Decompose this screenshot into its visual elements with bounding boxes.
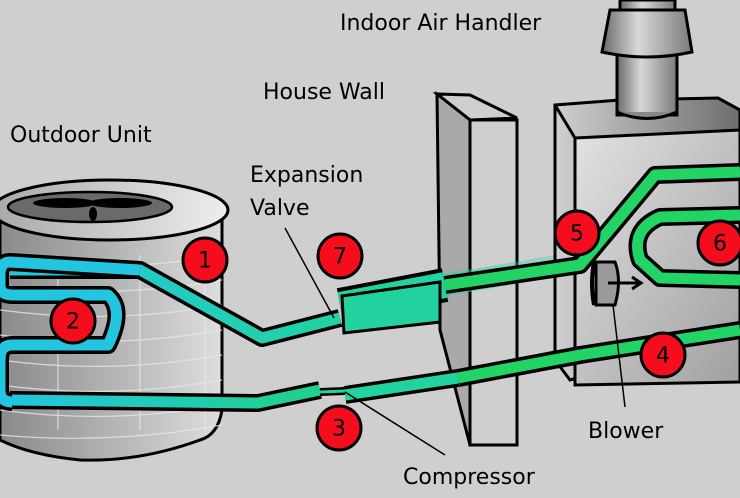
label-indoor-air-handler: Indoor Air Handler [340,11,542,36]
marker-7: 7 [316,232,364,280]
marker-4: 4 [639,331,687,379]
label-compressor: Compressor [403,465,536,490]
label-outdoor-unit: Outdoor Unit [10,123,152,148]
expansion-valve-leader [284,227,335,319]
marker-3: 3 [315,404,363,452]
marker-6: 6 [696,219,740,267]
outdoor-coil [0,253,141,411]
marker-2: 2 [49,297,97,345]
label-expansion-valve-2: Valve [250,196,310,221]
svg-text:1: 1 [198,249,212,274]
svg-text:6: 6 [713,232,727,257]
indoor-coil [443,163,740,387]
svg-text:3: 3 [332,417,346,442]
svg-text:4: 4 [656,344,670,369]
marker-5: 5 [553,209,601,257]
marker-1: 1 [181,236,229,284]
label-house-wall: House Wall [263,80,385,105]
svg-text:7: 7 [333,245,347,270]
blower-icon [590,260,644,307]
blower-leader [612,304,626,408]
compressor-leader [344,391,446,456]
label-expansion-valve-1: Expansion [250,163,363,188]
label-blower: Blower [588,419,664,444]
svg-text:5: 5 [570,222,584,247]
expansion-valve [340,280,442,335]
svg-text:2: 2 [66,310,80,335]
